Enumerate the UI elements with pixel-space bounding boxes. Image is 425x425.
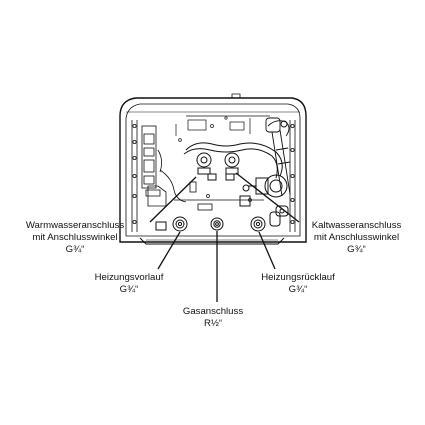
connection-gas [210, 217, 224, 231]
label-kalt-line2: mit Anschlusswinkel [313, 232, 400, 243]
label-warm-line1: Warmwasseranschluss [25, 220, 125, 231]
label-warm-line3: G¾“ [65, 244, 85, 255]
connection-warm-outlet [155, 221, 167, 231]
label-heizungsruecklauf: Heizungsrücklauf G¾“ [248, 272, 348, 296]
boiler-housing [119, 93, 307, 245]
connection-heizungsvorlauf [172, 216, 188, 232]
leader-heizungsvorlauf [157, 231, 181, 270]
cold-water-valve [224, 152, 240, 181]
connection-heizungsruecklauf [250, 216, 266, 232]
label-warmwasseranschluss: Warmwasseranschluss mit Anschlusswinkel … [0, 220, 150, 256]
leader-heizungsruecklauf [258, 231, 276, 270]
warm-water-valve [196, 152, 217, 181]
lower-fittings [147, 169, 264, 211]
label-kalt-line3: G¾“ [347, 244, 366, 255]
label-hr-line1: Heizungsrücklauf [261, 272, 335, 283]
pump-unit [239, 174, 288, 207]
expansion-pipe [265, 117, 291, 197]
label-hv-line2: G¾“ [119, 284, 139, 295]
top-inner-details [175, 115, 270, 142]
connection-cold-outlet [269, 205, 289, 227]
label-heizungsvorlauf: Heizungsvorlauf G¾“ [84, 272, 174, 296]
right-rail [289, 120, 296, 232]
label-warm-line2: mit Anschlusswinkel [32, 232, 118, 243]
electronics-block [141, 125, 162, 197]
label-hv-line1: Heizungsvorlauf [94, 272, 164, 283]
label-kalt-line1: Kaltwasseranschluss [311, 220, 402, 231]
label-kaltwasseranschluss: Kaltwasseranschluss mit Anschlusswinkel … [288, 220, 425, 256]
left-rail [131, 120, 138, 232]
label-gas-line1: Gasanschluss [182, 306, 244, 317]
leader-warm [149, 176, 197, 223]
label-gasanschluss: Gasanschluss R½“ [168, 306, 258, 330]
label-gas-line2: R½“ [203, 318, 223, 329]
leader-kalt [235, 172, 300, 223]
water-hose [183, 142, 283, 179]
leader-lines [149, 172, 300, 302]
label-hr-line2: G¾“ [288, 284, 308, 295]
